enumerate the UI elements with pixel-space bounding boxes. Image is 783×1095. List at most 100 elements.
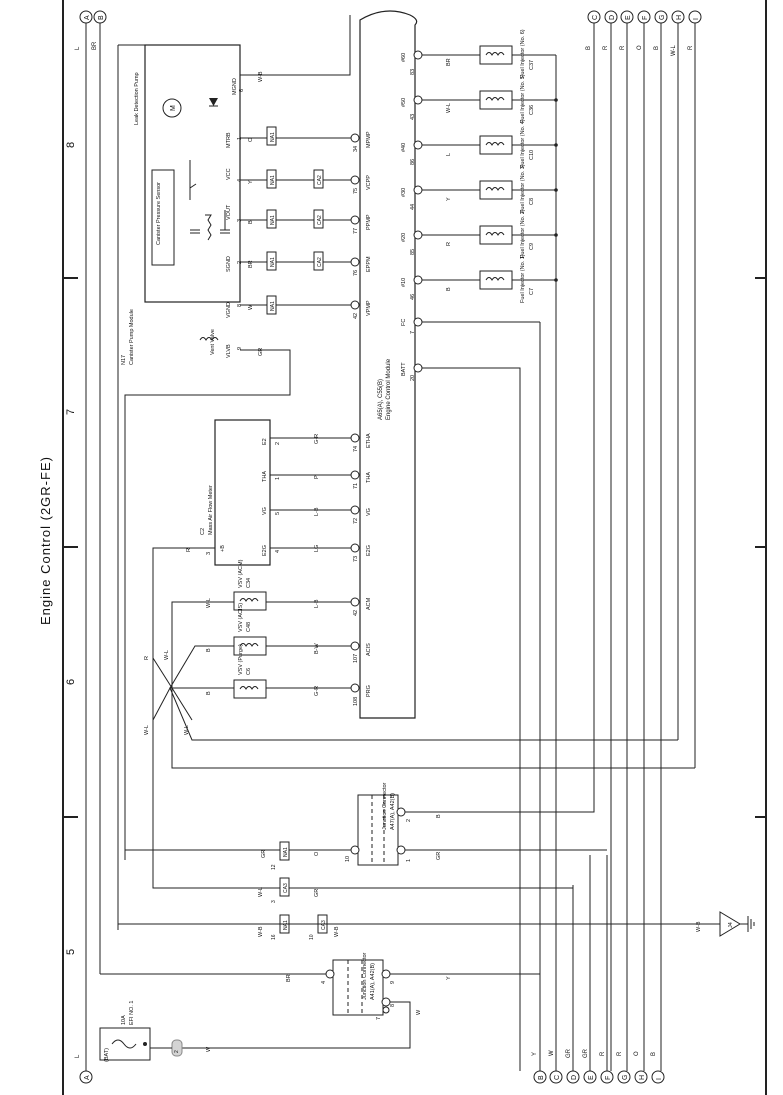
svg-text:THA: THA (262, 471, 268, 482)
maf-wire-labels: G-R P L-B LG R (186, 434, 320, 552)
svg-text:108: 108 (353, 697, 359, 706)
svg-text:B-W: B-W (314, 643, 320, 655)
section-number: 6 (65, 679, 77, 685)
svg-text:42: 42 (353, 313, 359, 319)
svg-text:B: B (446, 287, 452, 291)
ecm: A65(A), C55(B) Engine Control Module (359, 10, 418, 719)
svg-text:E: E (625, 15, 632, 20)
svg-text:MPMP: MPMP (366, 131, 372, 148)
svg-text:W-L: W-L (184, 725, 190, 735)
svg-text:A: A (84, 15, 91, 20)
svg-text:R: R (600, 1051, 606, 1056)
svg-text:O: O (637, 45, 643, 50)
svg-text:(BAT): (BAT) (104, 1048, 110, 1062)
svg-text:83: 83 (410, 69, 416, 75)
svg-text:Fuel Injector (No. 4): Fuel Injector (No. 4) (520, 119, 526, 168)
canister-connector-blocks: NA1 NA1 NA1 NA1 NA1 CA2 CA2 CA2 (266, 126, 324, 315)
svg-text:Junction Connector: Junction Connector (382, 782, 388, 830)
svg-text:3: 3 (271, 900, 277, 903)
mid-wire-labels: R W-L W-L W-L (144, 650, 190, 735)
edge-wire-label: BR (92, 41, 98, 50)
svg-text:Fuel Injector (No. 3): Fuel Injector (No. 3) (520, 164, 526, 213)
svg-text:Junction Connector: Junction Connector (362, 952, 368, 1000)
svg-text:PPMP: PPMP (366, 214, 372, 230)
svg-text:#50: #50 (401, 98, 407, 107)
svg-text:B: B (206, 648, 212, 652)
svg-text:B: B (436, 814, 442, 818)
svg-text:VLVB: VLVB (226, 344, 232, 358)
injector-3: C8 Fuel Injector (No. 3) Y (446, 164, 535, 213)
svg-text:#20: #20 (401, 233, 407, 242)
edge-wire-label: L (75, 46, 81, 50)
svg-text:W-L: W-L (671, 44, 677, 56)
svg-text:86: 86 (410, 159, 416, 165)
bottom-wire-colors: Y W GR GR R R O B (532, 1048, 657, 1058)
svg-text:C7: C7 (529, 288, 535, 295)
svg-text:C9: C9 (529, 243, 535, 250)
svg-text:W-B: W-B (258, 926, 264, 937)
svg-text:NA1: NA1 (270, 257, 276, 267)
svg-text:G-R: G-R (314, 686, 320, 696)
svg-text:GR: GR (566, 1048, 572, 1058)
injector-2: C9 Fuel Injector (No. 2) R (446, 209, 535, 258)
svg-text:W: W (416, 1009, 422, 1015)
svg-text:W-L: W-L (206, 598, 212, 608)
svg-text:VCC: VCC (226, 168, 232, 180)
svg-text:Y: Y (248, 180, 254, 184)
svg-text:Y: Y (446, 197, 452, 201)
svg-text:W-L: W-L (144, 725, 150, 735)
ecm-id: A65(A), C55(B) (378, 379, 384, 420)
svg-text:H: H (676, 15, 683, 20)
svg-text:76: 76 (353, 270, 359, 276)
svg-text:C36: C36 (529, 105, 535, 115)
svg-text:CA2: CA2 (317, 215, 323, 225)
svg-text:Fuel Injector (No. 2): Fuel Injector (No. 2) (520, 209, 526, 258)
ground-symbol: J4 W-B (696, 911, 755, 937)
vsv-acm: C34 VSV (ACM) L-B W-L (206, 559, 320, 611)
svg-text:C8: C8 (529, 198, 535, 205)
svg-text:VCPP: VCPP (366, 175, 372, 190)
svg-text:CA2: CA2 (317, 257, 323, 267)
connector-blocks: NA1 CA3 NA1 CA3 12 3 16 10 W-L GR W-B W-… (258, 841, 340, 940)
svg-text:LG: LG (314, 545, 320, 552)
svg-text:W: W (248, 304, 254, 310)
svg-text:43: 43 (410, 114, 416, 120)
svg-text:R: R (688, 45, 694, 50)
svg-text:O: O (634, 1051, 640, 1056)
svg-text:E2G: E2G (262, 545, 268, 556)
svg-text:B: B (98, 15, 105, 20)
svg-text:A: A (84, 1075, 91, 1080)
svg-text:GR: GR (258, 348, 264, 356)
svg-text:EFI NO. 1: EFI NO. 1 (129, 1001, 135, 1025)
svg-text:44: 44 (410, 204, 416, 210)
svg-text:16: 16 (271, 934, 277, 940)
svg-text:BR: BR (248, 260, 254, 268)
svg-text:R: R (617, 1051, 623, 1056)
svg-text:J4: J4 (728, 922, 734, 928)
svg-text:GR: GR (583, 1048, 589, 1058)
svg-text:W-L: W-L (258, 887, 264, 897)
svg-text:75: 75 (353, 188, 359, 194)
vsv-purge: C6 VSV (Purge) G-R B (206, 644, 320, 699)
svg-text:I: I (693, 18, 700, 20)
ecm-name: Engine Control Module (386, 358, 392, 420)
svg-text:9: 9 (237, 347, 243, 350)
svg-text:3: 3 (206, 552, 212, 555)
svg-text:W: W (206, 1046, 212, 1052)
fuse-efi: 2 10A EFI NO. 1 (BAT) W (99, 1001, 212, 1062)
svg-text:R: R (446, 242, 452, 246)
svg-text:4: 4 (275, 550, 281, 553)
svg-text:W-B: W-B (696, 921, 702, 932)
svg-text:Vent Valve: Vent Valve (210, 329, 216, 355)
svg-text:GR: GR (314, 889, 320, 897)
section-number: 8 (65, 142, 77, 148)
trunk-wires (85, 23, 696, 1071)
svg-text:D: D (571, 1075, 578, 1080)
svg-text:L-B: L-B (314, 599, 320, 608)
canister-wire-labels: W-B O Y B BR W GR (248, 71, 264, 356)
svg-text:+B: +B (220, 545, 226, 552)
svg-text:NA1: NA1 (270, 132, 276, 142)
svg-text:C6: C6 (246, 668, 252, 675)
